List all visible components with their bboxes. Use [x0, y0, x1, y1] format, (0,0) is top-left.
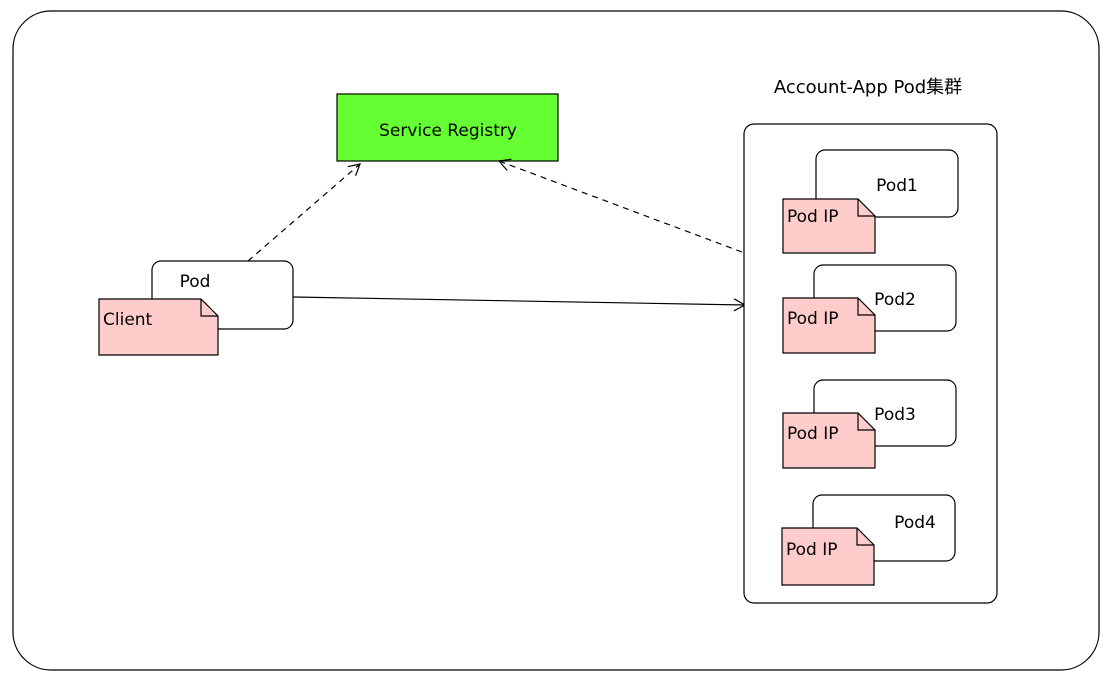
pod-3-ip-label: Pod IP [787, 424, 839, 444]
service-registry-node: Service Registry [336, 93, 559, 162]
pod-3-ip-note-fold [857, 413, 875, 431]
service-registry-box [336, 93, 559, 162]
pod-2-ip-label: Pod IP [787, 309, 839, 329]
pod-3-ip-note [782, 412, 876, 469]
pod-1-label: Pod1 [876, 176, 918, 196]
pod-4-ip-note-fold [856, 528, 874, 546]
pod-3: Pod3 Pod IP [782, 379, 957, 469]
service-registry-label: Service Registry [379, 121, 517, 141]
client-pod-label: Pod [180, 272, 211, 292]
pod-1-ip-label: Pod IP [787, 207, 839, 227]
pod-4-label: Pod4 [894, 513, 936, 533]
client-note-fold [200, 299, 218, 317]
pod-4: Pod4 Pod IP [781, 494, 956, 586]
pod-3-label: Pod3 [874, 405, 916, 425]
client-registry-dashed-arrow [247, 163, 361, 262]
client-cluster-arrow [292, 296, 747, 312]
client-pod: Pod Client [98, 260, 294, 356]
pod-2-label: Pod2 [874, 290, 916, 310]
cluster-title: Account-App Pod集群 [774, 77, 962, 98]
pod-2-ip-note [782, 297, 876, 354]
pod-1-ip-note-fold [857, 199, 875, 217]
pod-1: Pod1 Pod IP [782, 149, 959, 254]
pod-4-ip-note [781, 527, 875, 586]
client-note-label: Client [103, 310, 153, 330]
pod-2-ip-note-fold [857, 298, 875, 316]
client-note [98, 298, 219, 356]
pod-4-ip-label: Pod IP [786, 540, 838, 560]
pod-2: Pod2 Pod IP [782, 264, 957, 354]
pod-1-ip-note [782, 198, 876, 254]
